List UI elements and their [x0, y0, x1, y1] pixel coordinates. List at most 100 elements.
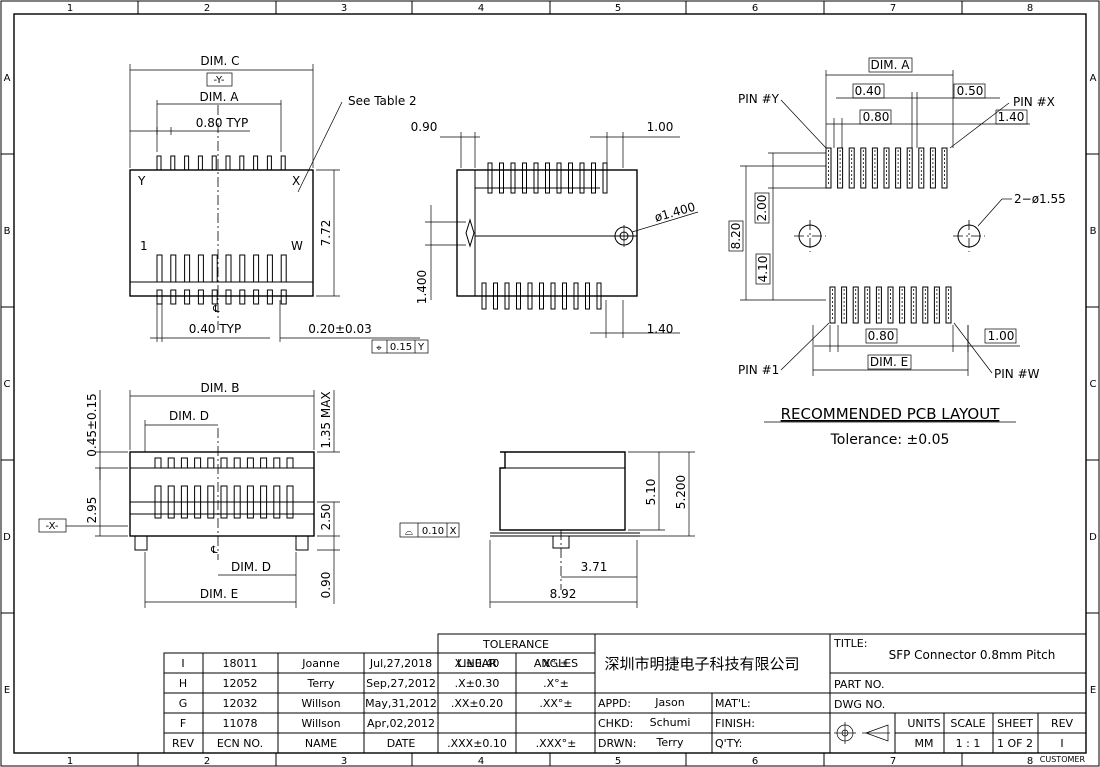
scale-value: 1 : 1: [956, 737, 981, 750]
pcb-080-bot-label: 0.80: [868, 329, 895, 343]
rev-cell-linear: .X±0.30: [455, 677, 500, 690]
pin: [585, 282, 590, 310]
row-label: D: [1089, 532, 1097, 543]
flatness-symbol: ⌓: [405, 527, 413, 538]
scale-label: SCALE: [950, 717, 985, 730]
appd-label: APPD:: [598, 697, 631, 710]
pin-bottom: [207, 485, 215, 519]
pad: [895, 147, 902, 189]
pin-tail: [280, 289, 287, 305]
rev-cell-linear: X.±0.40: [455, 657, 500, 670]
row-label: E: [1090, 685, 1096, 696]
pin-x-marker: X: [292, 174, 300, 188]
pin: [510, 162, 516, 194]
pin: [550, 282, 556, 310]
rev-cell-name: Willson: [301, 717, 340, 730]
pcb-050-label: 0.50: [957, 84, 984, 98]
col-label: 5: [615, 756, 621, 767]
pin-bottom: [260, 485, 268, 519]
pin: [211, 254, 218, 283]
hole-callout: 2−ø1.55: [1014, 192, 1066, 206]
pin: [533, 162, 539, 194]
front-view: DIM. C -Y- DIM. A 0.80 TYP See Table 2 Y…: [129, 54, 429, 354]
col-label: 8: [1027, 756, 1033, 767]
rev-cell-linear: .XX±0.20: [451, 697, 503, 710]
pin: [156, 155, 162, 171]
pin: [493, 282, 498, 310]
company-name: 深圳市明捷电子科技有限公司: [604, 655, 799, 673]
front-body: [129, 169, 314, 297]
pad: [837, 147, 844, 189]
side-090-label: 0.90: [411, 120, 438, 134]
pin: [253, 254, 260, 283]
see-table-note: See Table 2: [348, 94, 417, 108]
width-040-label: 0.40 TYP: [189, 322, 241, 336]
pin-w-marker: W: [291, 239, 303, 253]
flatness-datum: X: [450, 526, 457, 537]
pad: [864, 286, 871, 324]
pin-tail: [211, 289, 218, 305]
drwn-label: DRWN:: [598, 737, 636, 750]
pin: [266, 155, 272, 171]
pad: [910, 286, 917, 324]
pin-tail: [253, 289, 260, 305]
pin: [197, 254, 204, 283]
pin-bottom: [273, 485, 281, 519]
row-label: C: [4, 379, 11, 390]
rev-cell-angles: .X°±: [543, 677, 569, 690]
col-label: 1: [67, 3, 73, 14]
dim-d-bot-label: DIM. D: [231, 560, 271, 574]
pin-bottom: [194, 485, 202, 519]
side-100-label: 1.00: [647, 120, 674, 134]
pad: [875, 286, 882, 324]
side-pins-top: [487, 162, 608, 194]
row-label: D: [3, 532, 11, 543]
pcb-040-label: 0.40: [855, 84, 882, 98]
flatness-tolerance-frame: [399, 522, 460, 538]
linear-header: LINEAR: [457, 657, 497, 670]
col-label: 2: [204, 756, 210, 767]
pin-top: [246, 457, 254, 469]
units-value: MM: [915, 737, 934, 750]
date-header: DATE: [387, 737, 416, 750]
title-label: TITLE:: [833, 637, 867, 650]
pin: [156, 254, 163, 283]
side-body: [456, 169, 638, 297]
pin: [239, 155, 245, 171]
d295-label: 2.95: [85, 497, 99, 524]
material-label: MAT'L:: [715, 697, 751, 710]
rev-cell-rev: I: [181, 657, 184, 670]
pad: [883, 147, 890, 189]
pcb-200-label: 2.00: [755, 195, 769, 222]
pin: [487, 162, 493, 194]
pin-top: [180, 457, 188, 469]
pin: [253, 155, 259, 171]
rev-cell-angles: X°.±: [543, 657, 569, 670]
side-view: 0.90 1.00 ø1.400 1.400 1.40: [411, 120, 699, 338]
pin-bottom: [154, 485, 162, 519]
dim-b-label: DIM. B: [201, 381, 240, 395]
pin: [266, 254, 273, 283]
pad: [887, 286, 894, 324]
part-no-label: PART NO.: [834, 678, 884, 691]
col-label: 3: [341, 3, 347, 14]
rev-cell-ecn: 12032: [223, 697, 258, 710]
d045-label: 0.45±0.15: [85, 393, 99, 457]
pcb-pin-w-label: PIN #W: [994, 367, 1040, 381]
rev-value: I: [1060, 737, 1063, 750]
pad: [906, 147, 913, 189]
pcb-dim-e-label: DIM. E: [870, 355, 908, 369]
pad: [941, 147, 948, 189]
thickness-020-label: 0.20±0.03: [308, 322, 372, 336]
datum-y-label: -Y-: [214, 75, 225, 86]
col-label: 1: [67, 756, 73, 767]
pitch-080-label: 0.80 TYP: [196, 116, 248, 130]
side-pins-bottom: [481, 282, 602, 310]
angles-xxx: .XXX°±: [536, 737, 577, 750]
pad: [929, 147, 936, 189]
rev-cell-date: Sep,27,2012: [366, 677, 436, 690]
pin: [527, 282, 533, 310]
pin-tail: [225, 289, 232, 305]
drawing-title: SFP Connector 0.8mm Pitch: [889, 648, 1056, 662]
